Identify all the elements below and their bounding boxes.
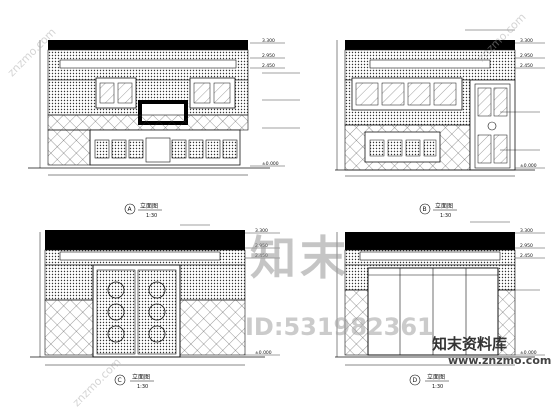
level-mark: 2.950 [262, 53, 275, 59]
panel-id: B [423, 206, 427, 213]
level-mark: 2.450 [255, 253, 268, 259]
level-mark: 3.300 [262, 38, 275, 44]
panel-id: A [128, 206, 133, 213]
level-mark: ±0.000 [520, 350, 537, 356]
panel-scale: 1:30 [146, 213, 157, 219]
level-mark: 2.450 [520, 253, 533, 259]
level-mark: 3.300 [520, 228, 533, 234]
level-mark: ±0.000 [520, 163, 537, 169]
level-mark: 3.300 [520, 38, 533, 44]
panel-id: C [118, 377, 122, 384]
level-mark: ±0.000 [262, 161, 279, 167]
elevation-panel-b: 3.300 2.950 2.450 ±0.000 B 立面图 1:30 [335, 29, 545, 219]
elevation-panel-c: 3.300 2.950 2.450 ±0.000 C 立面图 1:30 [30, 224, 280, 390]
level-mark: 2.950 [520, 243, 533, 249]
elevation-panel-d: 3.300 2.950 2.450 ±0.000 D 立面图 1:30 [335, 221, 545, 390]
panel-scale: 1:30 [432, 384, 443, 390]
panel-title: 立面图 [435, 202, 453, 210]
level-mark: 2.950 [255, 243, 268, 249]
panel-title: 立面图 [140, 202, 158, 210]
level-mark: 3.300 [255, 228, 268, 234]
panel-title: 立面图 [132, 373, 150, 381]
panel-title: 立面图 [427, 373, 445, 381]
panel-scale: 1:30 [137, 384, 148, 390]
level-mark: 2.450 [520, 63, 533, 69]
level-mark: 2.450 [262, 63, 275, 69]
panel-id: D [413, 377, 418, 384]
panel-scale: 1:30 [440, 213, 451, 219]
level-mark: 2.950 [520, 53, 533, 59]
level-mark: ±0.000 [255, 350, 272, 356]
elevation-panel-a: 3.300 2.950 2.450 ±0.000 A 立面图 1:30 [28, 38, 300, 219]
